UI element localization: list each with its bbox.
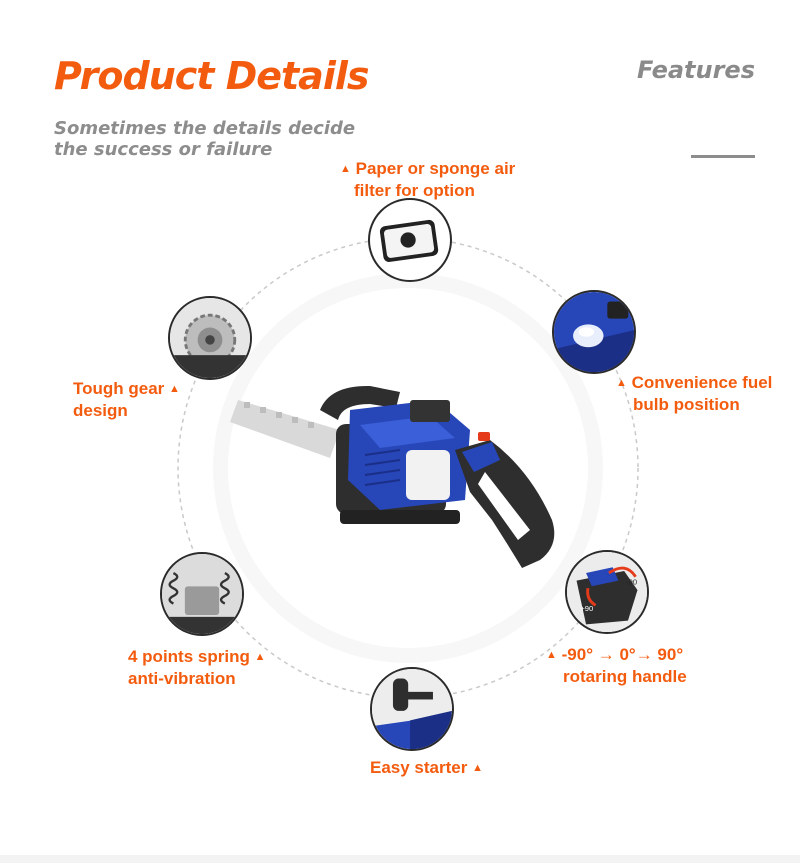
trimmer-handle-front xyxy=(320,385,400,420)
trimmer-blade xyxy=(230,400,340,458)
feature-badge-anti-vibration xyxy=(160,552,244,636)
feature-label-starter: Easy starter ▲ xyxy=(370,758,483,777)
pull-starter-icon xyxy=(372,669,452,749)
trimmer-engine xyxy=(336,400,470,524)
feature-badge-rotating-handle: -90 +90 xyxy=(565,550,649,634)
section-label: Features xyxy=(637,56,755,84)
air-filter-icon xyxy=(379,219,439,262)
rotation-label-positive: +90 xyxy=(580,604,593,613)
feature-label-air-filter: ▲ Paper or sponge air filter for option xyxy=(340,159,516,200)
page-subtitle: Sometimes the details decide the success… xyxy=(54,118,356,160)
feature-badge-fuel-bulb xyxy=(552,290,636,374)
trimmer-rear-handle xyxy=(455,432,555,568)
section-divider xyxy=(691,155,755,158)
feature-badge-gear xyxy=(168,296,252,380)
marker-triangle-icon: ▲ xyxy=(254,651,266,663)
marker-triangle-icon: ▲ xyxy=(169,383,180,395)
fuel-bulb-icon xyxy=(554,292,634,372)
marker-triangle-icon: ▲ xyxy=(340,163,351,175)
gear-icon xyxy=(170,298,250,378)
rotating-handle-icon: -90 +90 xyxy=(567,552,647,632)
rotation-label-negative: -90 xyxy=(626,577,637,586)
feature-label-gear: Tough gear ▲ design xyxy=(73,379,180,420)
feature-badge-starter xyxy=(370,667,454,751)
page-title: Product Details xyxy=(54,54,369,98)
spring-icon xyxy=(162,554,242,634)
feature-label-rotating-handle: ▲ -90° → 0°→ 90° rotaring handle xyxy=(546,645,687,686)
feature-badge-air-filter xyxy=(368,198,452,282)
marker-triangle-icon: ▲ xyxy=(472,762,483,774)
page-footer-strip xyxy=(0,855,800,863)
hedge-trimmer-image xyxy=(230,385,555,568)
marker-triangle-icon: ▲ xyxy=(546,649,557,661)
feature-label-anti-vibration: 4 points spring ▲ anti-vibration xyxy=(128,647,266,688)
feature-label-fuel-bulb: ▲ Convenience fuel bulb position xyxy=(616,373,773,414)
marker-triangle-icon: ▲ xyxy=(616,377,627,389)
